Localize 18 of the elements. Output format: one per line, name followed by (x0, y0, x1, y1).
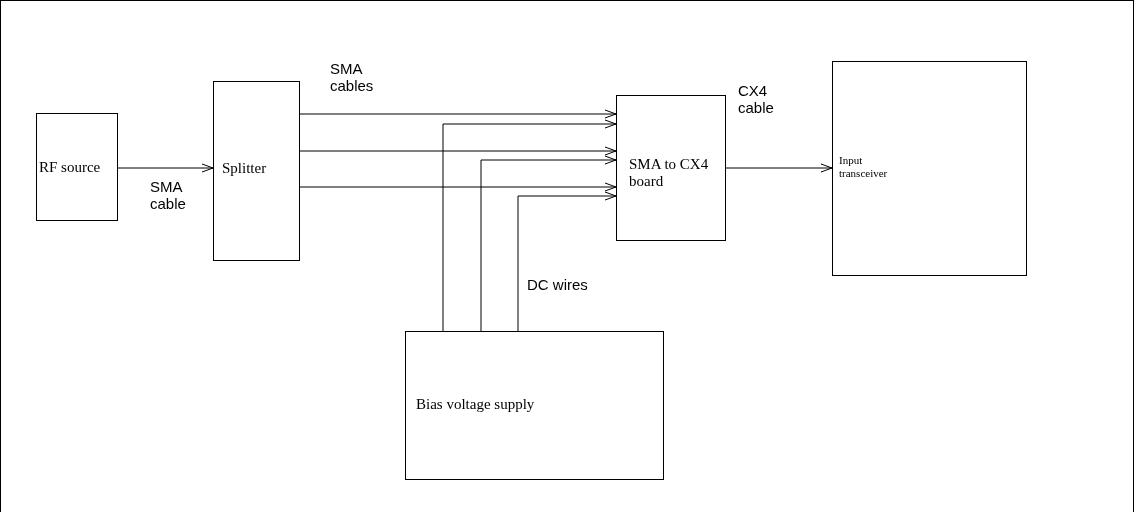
process-box (405, 331, 664, 480)
process-box (36, 113, 118, 221)
arrow (299, 109, 617, 119)
process-box (616, 95, 726, 241)
arrow (480, 155, 617, 332)
box-label: Bias voltage supply (416, 396, 535, 414)
arrow (442, 119, 617, 332)
arrow (725, 163, 833, 173)
arrow (517, 191, 617, 332)
box-label: Splitter (222, 160, 267, 178)
arrow (117, 163, 214, 173)
box-label: RF source (39, 159, 101, 177)
box-label: Input transceiver (839, 154, 889, 180)
box-label: SMA to CX4 board (629, 156, 710, 191)
process-box (832, 61, 1027, 276)
process-box (213, 81, 300, 261)
arrow (299, 182, 617, 192)
arrow (299, 146, 617, 156)
